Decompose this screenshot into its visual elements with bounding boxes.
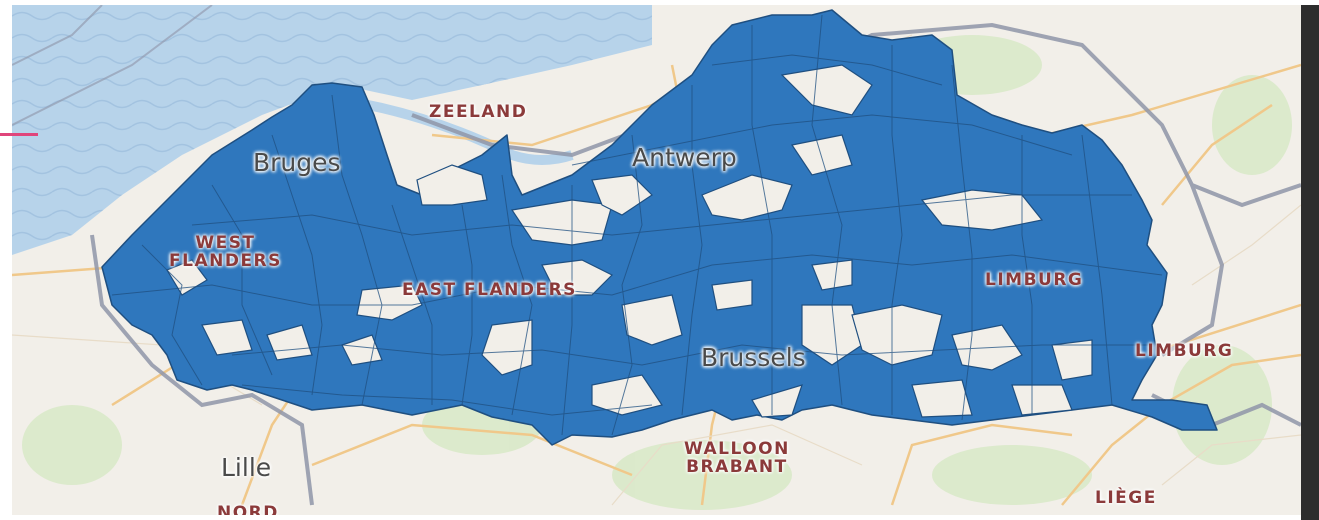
label-nord: NORD (217, 503, 279, 515)
label-brussels: Brussels (701, 343, 806, 372)
label-lille: Lille (221, 453, 272, 482)
left-edge-marker (0, 133, 38, 136)
label-antwerp: Antwerp (632, 143, 737, 172)
label-east-flanders: EAST FLANDERS (402, 280, 577, 300)
label-west-flanders-line1: WEST (195, 233, 256, 253)
label-limburg-be: LIMBURG (985, 270, 1084, 290)
flanders-highlight (101, 9, 1218, 446)
label-walloon-brabant: WALLOON BRABANT (684, 439, 790, 477)
label-liege: LIÈGE (1095, 488, 1157, 508)
label-walloon-line1: WALLOON (684, 439, 790, 459)
map-canvas (12, 5, 1301, 515)
admin-borders (90, 22, 1301, 506)
label-west-flanders-line2: FLANDERS (169, 250, 282, 271)
coverage-gaps (166, 64, 1093, 418)
label-walloon-line2: BRABANT (686, 456, 788, 477)
municipality-borders (111, 14, 1163, 436)
map-view[interactable]: ZEELAND Bruges Antwerp WEST FLANDERS EAS… (12, 5, 1301, 515)
right-scrollbar[interactable] (1301, 5, 1319, 520)
label-west-flanders: WEST FLANDERS (169, 233, 282, 271)
label-bruges: Bruges (253, 148, 341, 177)
label-zeeland: ZEELAND (429, 102, 528, 122)
label-limburg-nl: LIMBURG (1135, 341, 1234, 361)
